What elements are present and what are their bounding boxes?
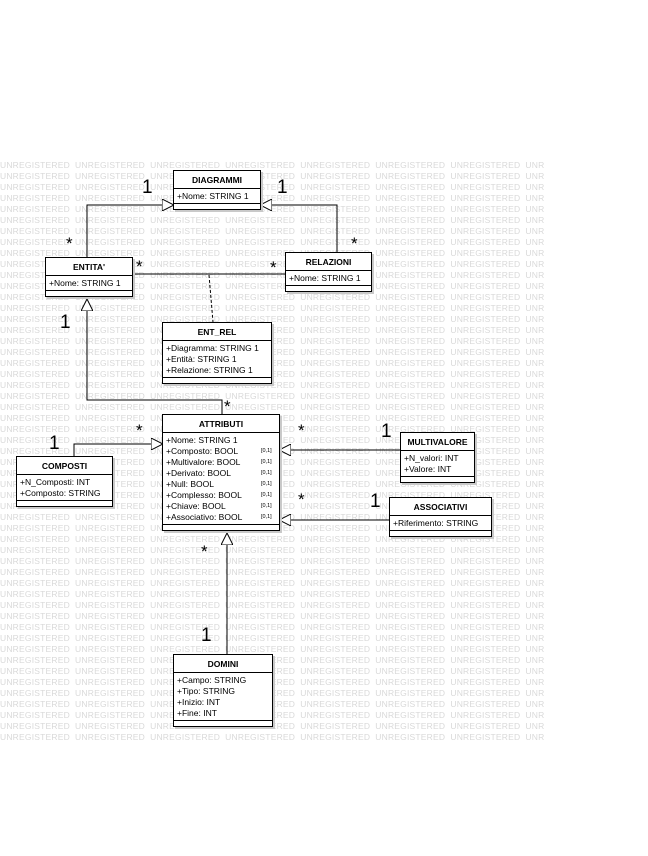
class-attribute: +Riferimento: STRING [393, 518, 479, 528]
class-attributes: +Diagramma: STRING 1 +Entità: STRING 1 +… [163, 341, 271, 377]
multiplicity-label: * [298, 490, 305, 509]
class-operations [174, 203, 260, 209]
multiplicity-label: 1 [370, 491, 381, 512]
attribute-multiplicity: [0,1] [261, 481, 272, 487]
class-attribute: +N_Composti: INT [20, 477, 91, 487]
class-name: MULTIVALORE [401, 433, 474, 451]
class-attribute: +Composto: BOOL [0,1] [166, 446, 276, 457]
class-name: ENT_REL [163, 323, 271, 341]
class-attribute: +Nome: STRING 1 [177, 191, 249, 201]
class-entita[interactable]: ENTITA' +Nome: STRING 1 [45, 257, 133, 297]
class-operations [46, 290, 132, 296]
multiplicity-label: 1 [201, 625, 212, 646]
multiplicity-label: * [270, 258, 277, 277]
class-associativi[interactable]: ASSOCIATIVI +Riferimento: STRING [389, 497, 492, 537]
multiplicity-label: * [224, 397, 231, 416]
class-attributes: +Nome: STRING 1 +Composto: BOOL [0,1] +Mu… [163, 433, 279, 524]
multiplicity-label: * [351, 234, 358, 253]
class-name: ATTRIBUTI [163, 415, 279, 433]
link-entita-diagrammi [86, 205, 173, 257]
multiplicity-label: * [66, 234, 73, 253]
class-attributes: +Nome: STRING 1 [46, 276, 132, 290]
class-operations [401, 476, 474, 482]
class-operations [17, 500, 112, 506]
class-name: ENTITA' [46, 258, 132, 276]
class-domini[interactable]: DOMINI +Campo: STRING +Tipo: STRING +Ini… [173, 654, 273, 727]
link-ent-rel-association-class [208, 274, 214, 323]
class-attribute: +Campo: STRING [177, 675, 247, 685]
attribute-multiplicity: [0,1] [261, 470, 272, 476]
class-composti[interactable]: COMPOSTI +N_Composti: INT +Composto: STR… [16, 456, 113, 507]
attribute-text: +Null: BOOL [166, 479, 214, 489]
multiplicity-label: 1 [142, 177, 153, 198]
class-relazioni[interactable]: RELAZIONI +Nome: STRING 1 [285, 252, 372, 292]
class-name: COMPOSTI [17, 457, 112, 475]
class-attribute: +Inizio: INT [177, 697, 221, 707]
class-operations [163, 377, 271, 383]
class-attribute: +Relazione: STRING 1 [166, 365, 253, 375]
class-name: ASSOCIATIVI [390, 498, 491, 516]
class-attribute: +Diagramma: STRING 1 [166, 343, 259, 353]
attribute-text: +Derivato: BOOL [166, 468, 231, 478]
link-attributi-entita [87, 300, 223, 414]
multiplicity-label: * [136, 421, 143, 440]
attribute-text: +Chiave: BOOL [166, 501, 226, 511]
class-attributes: +N_valori: INT +Valore: INT [401, 451, 474, 476]
class-attribute: +Nome: STRING 1 [166, 435, 276, 446]
attribute-text: +Complesso: BOOL [166, 490, 242, 500]
class-attribute: +Valore: INT [404, 464, 452, 474]
class-operations [286, 285, 371, 291]
class-attribute: +Multivalore: BOOL [0,1] [166, 457, 276, 468]
link-relazioni-diagrammi [261, 205, 338, 252]
class-attribute: +Associativo: BOOL [0,1] [166, 512, 276, 523]
class-attribute: +N_valori: INT [404, 453, 459, 463]
attribute-multiplicity: [0,1] [261, 503, 272, 509]
class-ent-rel[interactable]: ENT_REL +Diagramma: STRING 1 +Entità: ST… [162, 322, 272, 384]
attribute-text: +Associativo: BOOL [166, 512, 243, 522]
attribute-text: +Composto: BOOL [166, 446, 239, 456]
class-attributi[interactable]: ATTRIBUTI +Nome: STRING 1 +Composto: BOO… [162, 414, 280, 531]
multiplicity-label: * [298, 421, 305, 440]
attribute-multiplicity: [0,1] [261, 459, 272, 465]
multiplicity-label: 1 [381, 421, 392, 442]
attribute-text: +Multivalore: BOOL [166, 457, 241, 467]
multiplicity-label: * [136, 257, 143, 276]
class-attribute: +Derivato: BOOL [0,1] [166, 468, 276, 479]
class-diagrammi[interactable]: DIAGRAMMI +Nome: STRING 1 [173, 170, 261, 210]
class-name: RELAZIONI [286, 253, 371, 271]
class-attribute: +Chiave: BOOL [0,1] [166, 501, 276, 512]
attribute-text: +Nome: STRING 1 [166, 435, 238, 445]
class-attribute: +Composto: STRING [20, 488, 101, 498]
class-attributes: +N_Composti: INT +Composto: STRING [17, 475, 112, 500]
attribute-multiplicity: [0,1] [261, 514, 272, 520]
link-composti-attributi [73, 444, 162, 456]
class-operations [174, 720, 272, 726]
class-attribute: +Entità: STRING 1 [166, 354, 237, 364]
multiplicity-label: * [201, 542, 208, 561]
class-attribute: +Fine: INT [177, 708, 217, 718]
class-operations [163, 524, 279, 530]
class-attributes: +Riferimento: STRING [390, 516, 491, 530]
attribute-multiplicity: [0,1] [261, 492, 272, 498]
class-attributes: +Campo: STRING +Tipo: STRING +Inizio: IN… [174, 673, 272, 720]
class-attributes: +Nome: STRING 1 [174, 189, 260, 203]
multiplicity-label: 1 [277, 177, 288, 198]
class-attribute: +Nome: STRING 1 [49, 278, 121, 288]
class-attribute: +Tipo: STRING [177, 686, 236, 696]
attribute-multiplicity: [0,1] [261, 448, 272, 454]
multiplicity-label: 1 [49, 433, 60, 454]
class-operations [390, 530, 491, 536]
class-name: DOMINI [174, 655, 272, 673]
class-attribute: +Null: BOOL [0,1] [166, 479, 276, 490]
class-attribute: +Complesso: BOOL [0,1] [166, 490, 276, 501]
multiplicity-label: 1 [60, 312, 71, 333]
class-attributes: +Nome: STRING 1 [286, 271, 371, 285]
class-attribute: +Nome: STRING 1 [289, 273, 361, 283]
class-name: DIAGRAMMI [174, 171, 260, 189]
class-multivalore[interactable]: MULTIVALORE +N_valori: INT +Valore: INT [400, 432, 475, 483]
